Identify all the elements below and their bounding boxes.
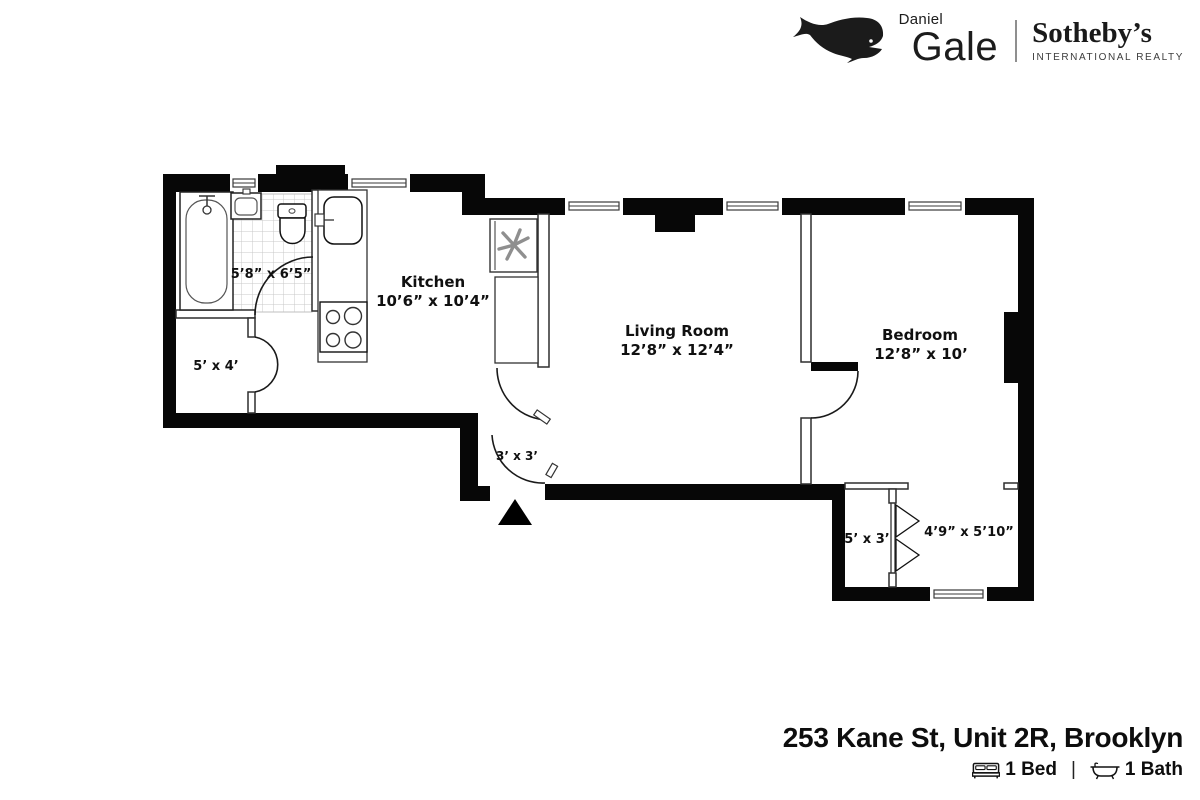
kitchen-sink: [314, 196, 363, 245]
wall-nook-stub: [1003, 482, 1019, 490]
room-labels: 5’8” x 6’5” 5’ x 4’ Kitchen 10’6” x 10’4…: [193, 267, 1014, 547]
daniel-gale-wordmark: Daniel Gale: [897, 10, 999, 67]
wall-closet2-stub-top: [888, 488, 897, 504]
wall-bottom-mid: [545, 484, 845, 500]
window-kitchen: [348, 174, 410, 192]
logo-divider: [1015, 19, 1018, 62]
wall-left: [163, 174, 176, 428]
window-bedroom: [905, 198, 965, 215]
bath-icon: [1090, 761, 1120, 779]
whale-logo-icon: [792, 16, 883, 63]
stove: [319, 301, 368, 353]
wall-bath-bottom: [175, 309, 256, 319]
wall-kitchen-living: [537, 213, 550, 368]
wall-closet2-stub-bottom: [888, 572, 897, 588]
wall-bottom-left: [163, 413, 478, 428]
fan-box: [489, 218, 538, 273]
beds-count: 1 Bed: [1005, 759, 1057, 780]
brand-international-realty-text: INTERNATIONAL REALTY: [1032, 51, 1184, 63]
bedroom-dim-label: 12’8” x 10’: [874, 345, 968, 363]
door-jamb-kitchen: [532, 409, 552, 425]
bed-icon: [972, 762, 1001, 778]
kitchen-counter-2: [494, 276, 539, 364]
bathroom-sink: [230, 188, 262, 220]
bedroom-name-label: Bedroom: [882, 326, 958, 344]
wall-living-bedroom-lower: [800, 417, 812, 485]
wall-closet-post-top: [247, 317, 256, 338]
sothebys-wordmark: Sotheby’s INTERNATIONAL REALTY: [1032, 14, 1184, 63]
brand-logo: Daniel Gale Sotheby’s INTERNATIONAL REAL…: [783, 10, 1184, 67]
door-bedroom: [810, 370, 859, 419]
living-dim-label: 12’8” x 12’4”: [620, 341, 734, 359]
baths-count: 1 Bath: [1124, 759, 1183, 780]
listing-footer: 253 Kane St, Unit 2R, Brooklyn 1 Bed | 1…: [782, 722, 1184, 781]
brand-daniel-text: Daniel: [898, 11, 943, 28]
wall-right-pilaster: [1004, 312, 1018, 383]
wall-entry-left: [460, 413, 478, 501]
door-bathroom: [254, 256, 314, 316]
window-nook: [930, 587, 987, 601]
wall-entry-stub: [460, 486, 490, 501]
listing-address: 253 Kane St, Unit 2R, Brooklyn: [782, 722, 1184, 753]
entrance-arrow: [498, 499, 532, 525]
toilet: [277, 203, 307, 245]
wall-center-bump: [655, 215, 695, 232]
closet-left-dim-label: 5’ x 4’: [193, 359, 238, 374]
bed-bath-summary: 1 Bed | 1 Bath: [783, 759, 1183, 781]
wall-corner-step: [462, 174, 485, 215]
kitchen-name-label: Kitchen: [401, 273, 465, 291]
window-living-right: [723, 198, 782, 215]
wall-closet-post-bottom: [247, 391, 256, 414]
kitchen-dim-label: 10’6” x 10’4”: [376, 292, 490, 310]
wall-living-bedroom-upper: [800, 213, 812, 363]
wall-top-bump: [276, 165, 345, 177]
brand-sothebys-text: Sotheby’s: [1032, 17, 1152, 50]
nook-dim-label: 4’9” x 5’10”: [924, 525, 1014, 540]
door-closet-left: [254, 336, 279, 393]
wall-lower-left: [832, 484, 845, 601]
entry-dim-label: 3’ x 3’: [496, 449, 538, 463]
door-entry: [491, 434, 546, 484]
fan-icon: [497, 228, 530, 261]
bed-bath-separator: |: [1070, 759, 1076, 780]
window-bathroom: [230, 174, 258, 192]
window-living-left: [565, 198, 623, 215]
wall-bedroom-door-stub: [811, 362, 858, 371]
door-jamb-entry: [545, 462, 559, 479]
wall-closet2-top: [844, 482, 909, 490]
wall-right: [1018, 198, 1034, 601]
brand-gale-text: Gale: [911, 25, 999, 69]
bathroom-dim-label: 5’8” x 6’5”: [231, 267, 312, 282]
living-name-label: Living Room: [625, 322, 729, 340]
closet-right-dim-label: 5’ x 3’: [844, 532, 889, 547]
door-swings: [254, 256, 859, 484]
bathtub: [179, 191, 234, 311]
kitchen-counter: [314, 189, 368, 363]
bifold-door: [890, 503, 921, 573]
windows: [230, 174, 987, 601]
